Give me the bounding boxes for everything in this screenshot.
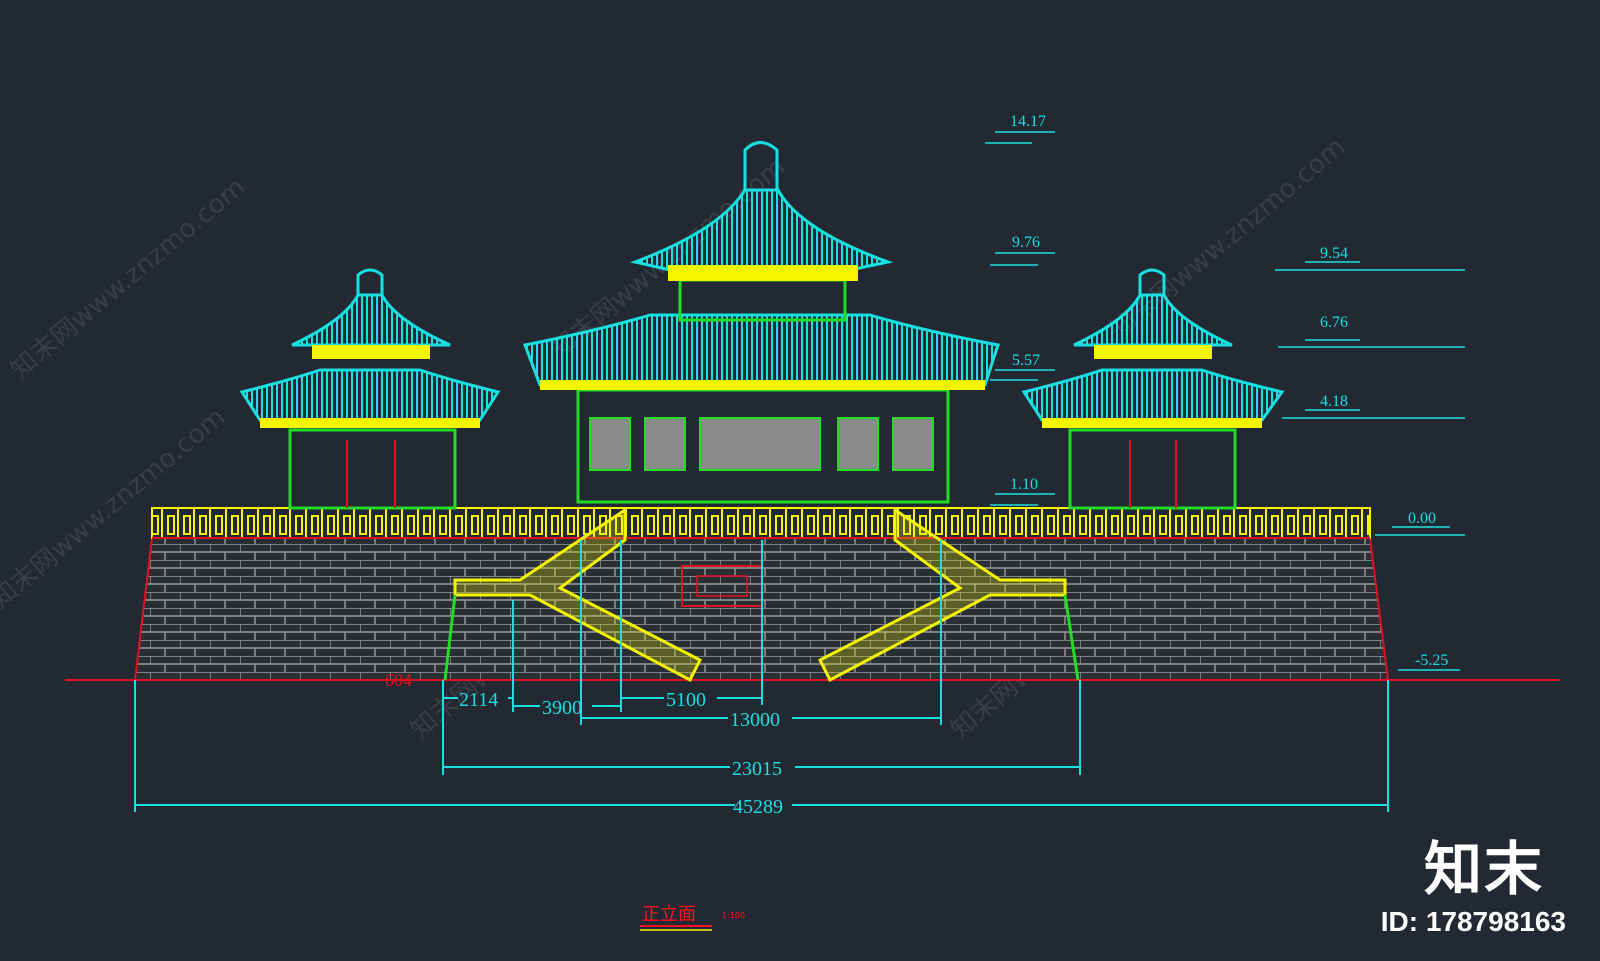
stairs xyxy=(443,507,1080,683)
dimension-label: 13000 xyxy=(730,709,780,731)
platform-wall xyxy=(65,537,1560,681)
elevation-label: 9.54 xyxy=(1320,245,1348,262)
elevation-label: -5.25 xyxy=(1415,652,1448,669)
dimension-label: 3900 xyxy=(542,697,582,719)
elevation-label: 14.17 xyxy=(1010,113,1046,130)
left-pavilion xyxy=(239,268,501,510)
elevation-label: 0.00 xyxy=(1408,510,1436,527)
elevation-label: 4.18 xyxy=(1320,393,1348,410)
main-hall xyxy=(522,141,1000,504)
dimension-label: 23015 xyxy=(732,758,782,780)
image-id: ID: 178798163 xyxy=(1380,906,1566,937)
drawing-scale: 1:100 xyxy=(722,911,745,920)
brand-logo: 知末 xyxy=(1423,835,1544,903)
elevation-label: 5.57 xyxy=(1012,352,1040,369)
drawing-title: 正立面 xyxy=(642,904,696,925)
dimension-label: 2114 xyxy=(459,689,498,711)
right-pavilion xyxy=(1021,268,1285,510)
dimension-label: 604 xyxy=(385,670,412,690)
dimension-label: 5100 xyxy=(666,689,706,711)
elevation-label: 6.76 xyxy=(1320,314,1348,331)
elevation-marks xyxy=(985,131,1465,671)
elevation-label: 1.10 xyxy=(1010,476,1038,493)
watermark-text: 知末网www.znzmo.com xyxy=(5,172,251,385)
dimension-label: 45289 xyxy=(733,796,783,818)
elevation-label: 9.76 xyxy=(1012,234,1040,251)
dimension-lines xyxy=(134,540,1389,812)
balustrade xyxy=(151,507,1371,539)
